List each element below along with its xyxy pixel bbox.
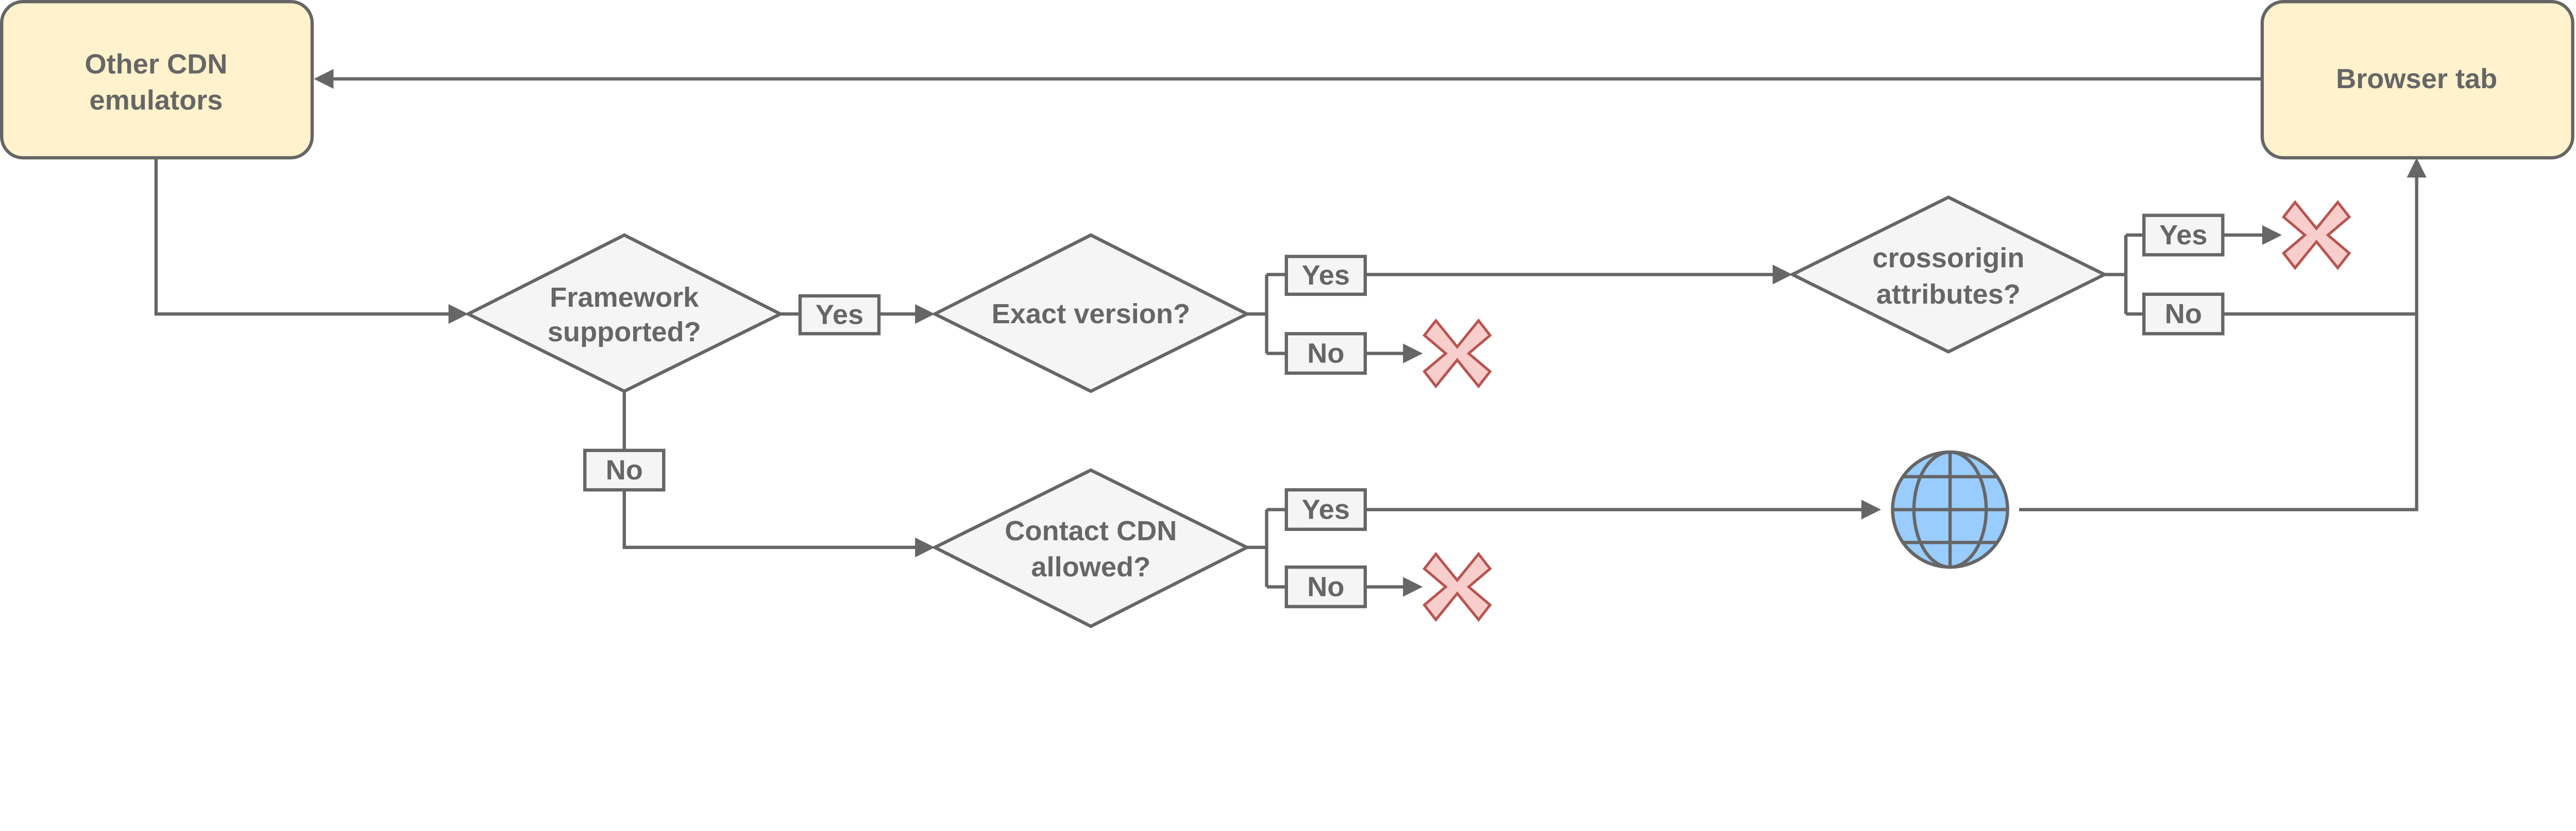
node-label: Exact version? <box>992 298 1191 329</box>
arrowhead <box>1772 264 1792 285</box>
decision-exact-version[interactable]: Exact version? <box>931 233 1251 393</box>
node-label: Contact CDN <box>1005 516 1177 546</box>
x-mark-icon <box>1422 552 1492 622</box>
label-text: No <box>1307 571 1344 602</box>
node-label: allowed? <box>1031 552 1150 583</box>
edge-crossorigin-branch <box>2104 233 2144 316</box>
x-mark-icon <box>1422 318 1492 389</box>
node-other-cdn-emulators[interactable]: Other CDN emulators <box>0 0 314 160</box>
label-text: Yes <box>1302 494 1350 525</box>
node-label: crossorigin <box>1872 243 2024 274</box>
label-exact-yes: Yes <box>1284 255 1367 296</box>
decision-framework-supported[interactable]: Framework supported? <box>464 233 784 393</box>
connectors <box>154 69 2427 597</box>
edge-framework-no <box>622 391 920 550</box>
edge-other-cdn-to-framework <box>154 158 454 316</box>
label-contact-no: No <box>1284 565 1367 608</box>
label-text: Yes <box>816 300 863 330</box>
arrowhead <box>314 69 334 89</box>
label-text: No <box>1307 338 1344 369</box>
arrowhead <box>915 537 935 557</box>
node-label: Framework <box>550 282 699 313</box>
arrowhead <box>2406 158 2427 178</box>
arrowhead <box>1403 343 1423 363</box>
arrowhead <box>915 304 935 324</box>
node-label: Other CDN <box>84 48 227 79</box>
label-framework-yes: Yes <box>798 294 881 336</box>
globe-icon <box>1891 450 2009 569</box>
x-mark-icon <box>2281 200 2351 270</box>
label-framework-no: No <box>583 448 666 492</box>
arrowhead <box>2262 225 2282 245</box>
label-text: Yes <box>2159 220 2207 251</box>
label-contact-yes: Yes <box>1284 488 1367 531</box>
label-exact-no: No <box>1284 332 1367 375</box>
label-crossorigin-yes: Yes <box>2142 213 2225 257</box>
node-browser-tab[interactable]: Browser tab <box>2260 0 2574 160</box>
arrowhead <box>1403 577 1423 597</box>
edge-contact-branch <box>1247 508 1286 589</box>
node-label: supported? <box>548 317 701 347</box>
node-label: attributes? <box>1876 279 2021 310</box>
arrowhead <box>1861 500 1882 520</box>
arrowhead <box>448 304 468 324</box>
decision-contact-cdn-allowed[interactable]: Contact CDN allowed? <box>931 468 1251 628</box>
edge-exact-branch <box>1247 273 1286 355</box>
node-label: emulators <box>89 85 223 116</box>
flowchart: Other CDN emulators Browser tab Framewor… <box>0 0 2574 628</box>
label-text: Yes <box>1302 260 1350 291</box>
node-label: Browser tab <box>2336 63 2497 94</box>
decision-crossorigin-attributes[interactable]: crossorigin attributes? <box>1788 195 2109 354</box>
label-crossorigin-no: No <box>2142 292 2225 336</box>
label-text: No <box>2165 298 2202 329</box>
edge-to-browser-tab <box>2019 174 2418 511</box>
label-text: No <box>606 455 643 486</box>
